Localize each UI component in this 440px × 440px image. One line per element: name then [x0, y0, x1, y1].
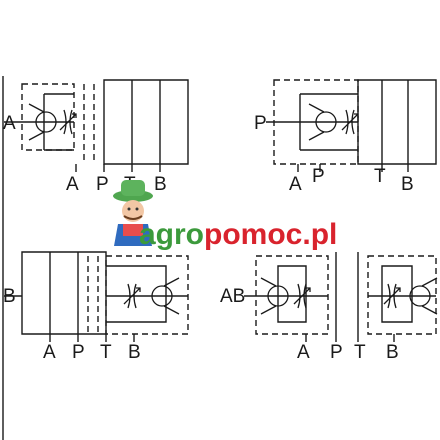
valve-4-side-label: AB: [220, 286, 245, 307]
watermark-text-green: agro: [139, 218, 204, 251]
valve-3-port-a: A: [43, 342, 56, 363]
valve-2-port-b: B: [401, 174, 414, 195]
valve-2-port-p: P: [312, 166, 325, 187]
valve-1-housing: [21, 83, 75, 151]
valve-3-housing: [105, 255, 189, 335]
valve-1-port-a: A: [66, 174, 79, 195]
farmer-mascot-icon: [113, 180, 153, 246]
valve-1-body: [103, 79, 189, 165]
valve-4-port-b: B: [386, 342, 399, 363]
valve-3-channel: [106, 265, 167, 323]
valve-1-port-b: B: [154, 174, 167, 195]
valve-3-port-b: B: [128, 342, 141, 363]
watermark: agropomoc.pl: [113, 180, 337, 251]
valve-4-port-a: A: [297, 342, 310, 363]
valve-2-housing: [273, 79, 359, 165]
valve-4-port-p: P: [330, 342, 343, 363]
valve-2-body: [357, 79, 437, 165]
valve-4-housing-left: [255, 255, 329, 335]
valve-4-housing-right: [367, 255, 437, 335]
watermark-text-red: pomoc: [204, 218, 302, 251]
watermark-text: agropomoc.pl: [139, 218, 337, 251]
valve-3-port-p: P: [72, 342, 85, 363]
valve-4: AB A P T B: [220, 252, 438, 363]
valve-3: B A P T B: [3, 251, 189, 363]
valve-1-port-p: P: [96, 174, 109, 195]
valve-4-port-t: T: [354, 342, 366, 363]
valve-2: P A P T B: [254, 79, 437, 195]
valve-2-port-a: A: [289, 174, 302, 195]
watermark-text-tld: .pl: [302, 218, 337, 251]
valve-3-side-label: B: [3, 286, 16, 307]
valve-1-side-label: A: [3, 113, 16, 134]
valve-3-port-t: T: [100, 342, 112, 363]
valve-2-side-label: P: [254, 113, 267, 134]
valve-2-port-t: T: [374, 166, 386, 187]
valve-3-body: [21, 251, 107, 335]
valve-1: A A P T B: [3, 79, 189, 195]
